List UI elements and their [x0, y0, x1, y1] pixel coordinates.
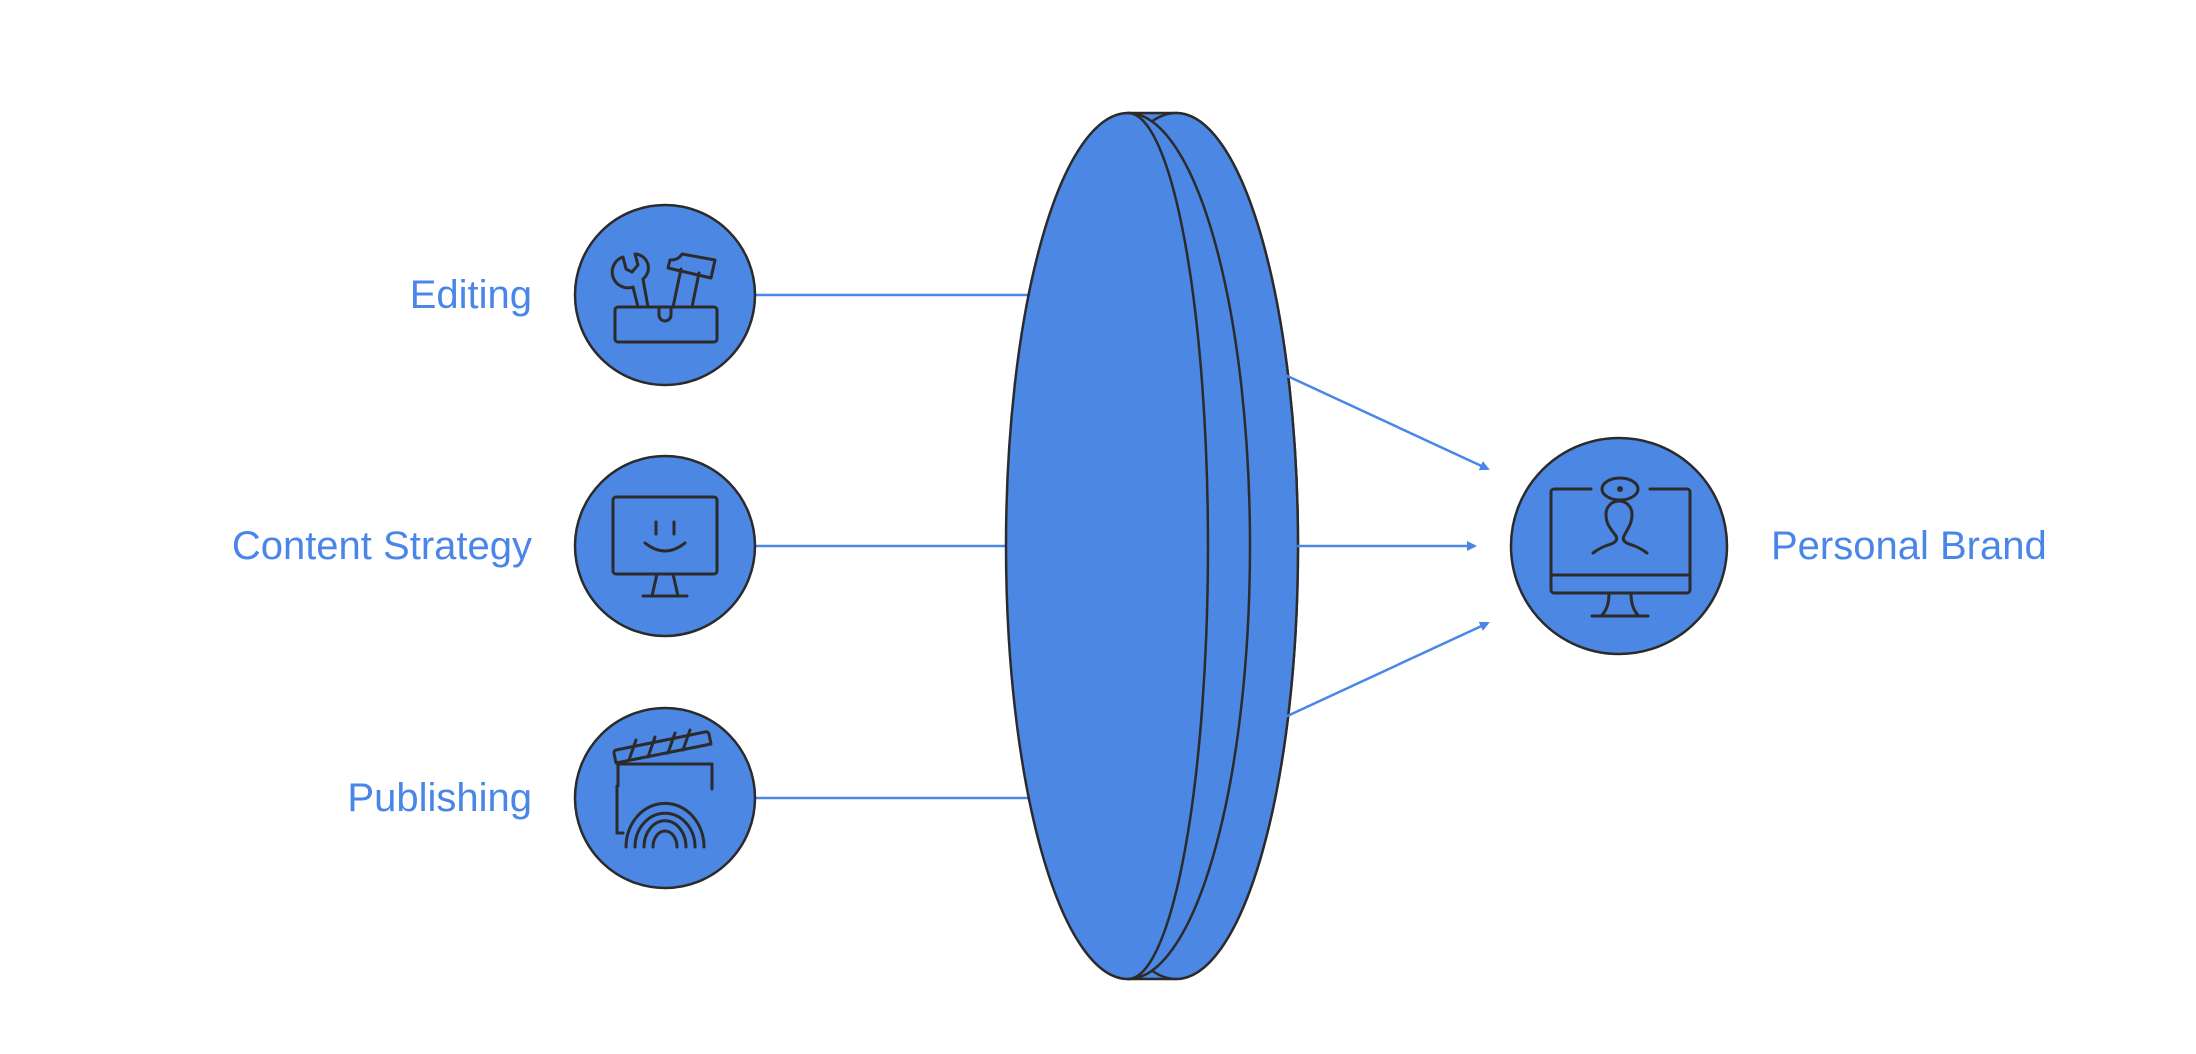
node-editing [573, 203, 757, 387]
toolbox-icon [610, 252, 719, 344]
monitor-smile-icon [611, 495, 719, 598]
node-publishing [573, 706, 757, 890]
label-personal-brand: Personal Brand [1771, 524, 2047, 568]
arrow-bottom [1282, 621, 1490, 720]
arrow-top [1282, 372, 1490, 471]
clapperboard-icon [612, 728, 714, 849]
node-content-strategy [573, 454, 757, 638]
label-editing: Editing [409, 273, 532, 317]
label-publishing: Publishing [347, 776, 532, 820]
monitor-person-icon [1549, 476, 1692, 618]
lens [1004, 111, 1300, 981]
node-personal-brand [1509, 436, 1729, 656]
label-content-strategy: Content Strategy [231, 524, 532, 568]
